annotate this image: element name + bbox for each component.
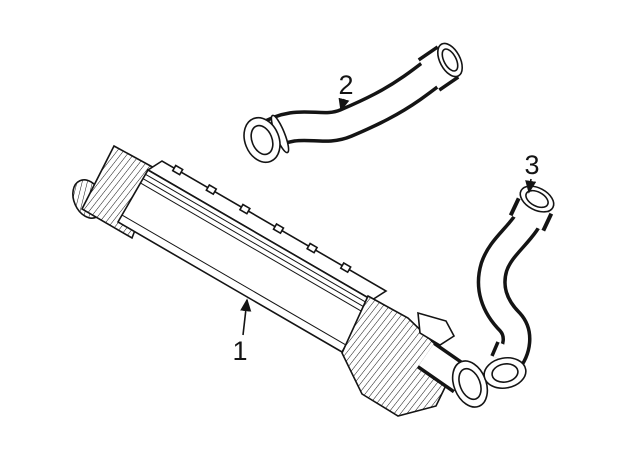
callout-3-arrow (525, 178, 537, 194)
callout-2: 2 (338, 70, 354, 112)
side-hose-bottom-flange (483, 356, 527, 390)
callout-3: 3 (524, 150, 540, 194)
callout-1: 1 (232, 298, 252, 366)
callout-1-arrow (240, 298, 252, 336)
callout-1-label: 1 (232, 336, 247, 366)
upper-hose-illustration (243, 42, 464, 164)
callout-3-label: 3 (524, 150, 539, 180)
intercooler-illustration (72, 144, 489, 417)
intercooler-bracket (417, 311, 456, 346)
callouts: 1 2 3 (232, 70, 539, 366)
intercooler-right-tank (341, 294, 451, 417)
core-surface-lines (121, 173, 370, 346)
callout-2-arrow (338, 97, 350, 112)
side-hose-illustration (476, 185, 555, 390)
side-hose-body-inner (480, 198, 547, 371)
upper-hose-left-flange (243, 116, 281, 164)
callout-2-label: 2 (338, 70, 353, 100)
upper-hose-right-clamp (436, 42, 464, 78)
core-mounting-tabs (171, 164, 352, 274)
